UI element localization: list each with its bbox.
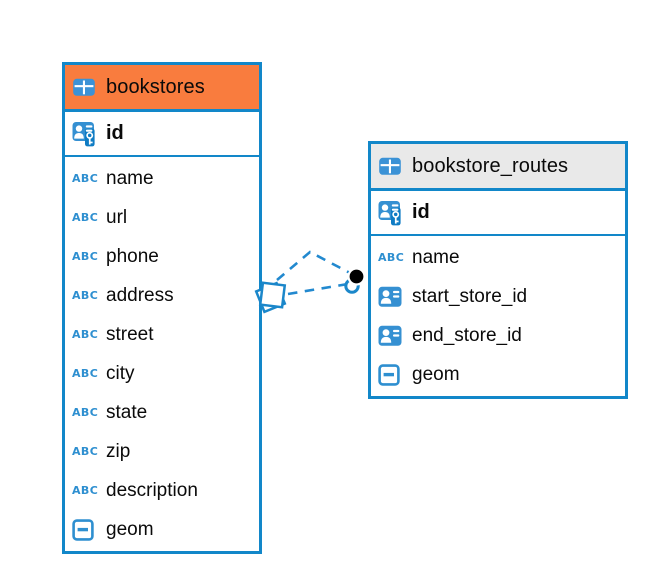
reference-type-icon <box>378 325 405 347</box>
column-list: ABC name start_store_id <box>371 236 625 396</box>
column-row[interactable]: ABC state <box>65 393 259 432</box>
geometry-type-icon <box>378 363 405 386</box>
column-name: id <box>412 201 430 223</box>
column-row[interactable]: ABC name <box>65 159 259 198</box>
table-icon <box>72 75 99 99</box>
text-type-icon: ABC <box>72 250 99 263</box>
table-icon <box>378 154 405 178</box>
text-type-icon: ABC <box>72 172 99 185</box>
table-bookstores[interactable]: bookstores id ABC <box>62 62 262 554</box>
column-name: end_store_id <box>412 324 522 346</box>
table-header-bookstore-routes[interactable]: bookstore_routes <box>371 144 625 191</box>
column-row[interactable]: end_store_id <box>371 316 625 355</box>
column-row[interactable]: ABC city <box>65 354 259 393</box>
table-name: bookstore_routes <box>412 154 569 177</box>
column-name: city <box>106 362 135 384</box>
column-name: id <box>106 122 124 144</box>
column-row[interactable]: ABC street <box>65 315 259 354</box>
text-type-icon: ABC <box>72 211 99 224</box>
column-row[interactable]: ABC name <box>371 238 625 277</box>
column-name: name <box>106 167 154 189</box>
reference-type-icon <box>378 286 405 308</box>
primary-key-icon <box>378 199 405 226</box>
column-row[interactable]: geom <box>65 510 259 549</box>
text-type-icon: ABC <box>72 406 99 419</box>
column-name: street <box>106 323 154 345</box>
column-row[interactable]: ABC zip <box>65 432 259 471</box>
relation-line-lower[interactable] <box>287 282 349 296</box>
column-name: address <box>106 284 174 306</box>
table-name: bookstores <box>106 75 205 98</box>
column-row[interactable]: ABC description <box>65 471 259 510</box>
column-row[interactable]: geom <box>371 355 625 394</box>
text-type-icon: ABC <box>378 251 405 264</box>
relation-line-upper[interactable] <box>276 250 353 281</box>
column-row[interactable]: ABC phone <box>65 237 259 276</box>
column-row[interactable]: ABC address <box>65 276 259 315</box>
column-name: description <box>106 479 198 501</box>
column-name: url <box>106 206 128 228</box>
column-name: geom <box>412 363 460 385</box>
column-name: name <box>412 246 460 268</box>
geometry-type-icon <box>72 518 99 541</box>
column-row-pk[interactable]: id <box>65 112 259 157</box>
text-type-icon: ABC <box>72 328 99 341</box>
column-list: ABC name ABC url ABC phone ABC address A… <box>65 157 259 551</box>
text-type-icon: ABC <box>72 445 99 458</box>
text-type-icon: ABC <box>72 289 99 302</box>
column-name: state <box>106 401 148 423</box>
column-name: zip <box>106 440 131 462</box>
column-row[interactable]: start_store_id <box>371 277 625 316</box>
column-row[interactable]: ABC url <box>65 198 259 237</box>
relation-dot-endpoint[interactable] <box>344 267 366 294</box>
column-name: phone <box>106 245 159 267</box>
primary-key-icon <box>72 120 99 147</box>
column-name: geom <box>106 518 154 540</box>
table-bookstore-routes[interactable]: bookstore_routes id ABC <box>368 141 628 399</box>
column-row-pk[interactable]: id <box>371 191 625 236</box>
text-type-icon: ABC <box>72 484 99 497</box>
column-name: start_store_id <box>412 285 528 307</box>
text-type-icon: ABC <box>72 367 99 380</box>
table-header-bookstores[interactable]: bookstores <box>65 65 259 112</box>
